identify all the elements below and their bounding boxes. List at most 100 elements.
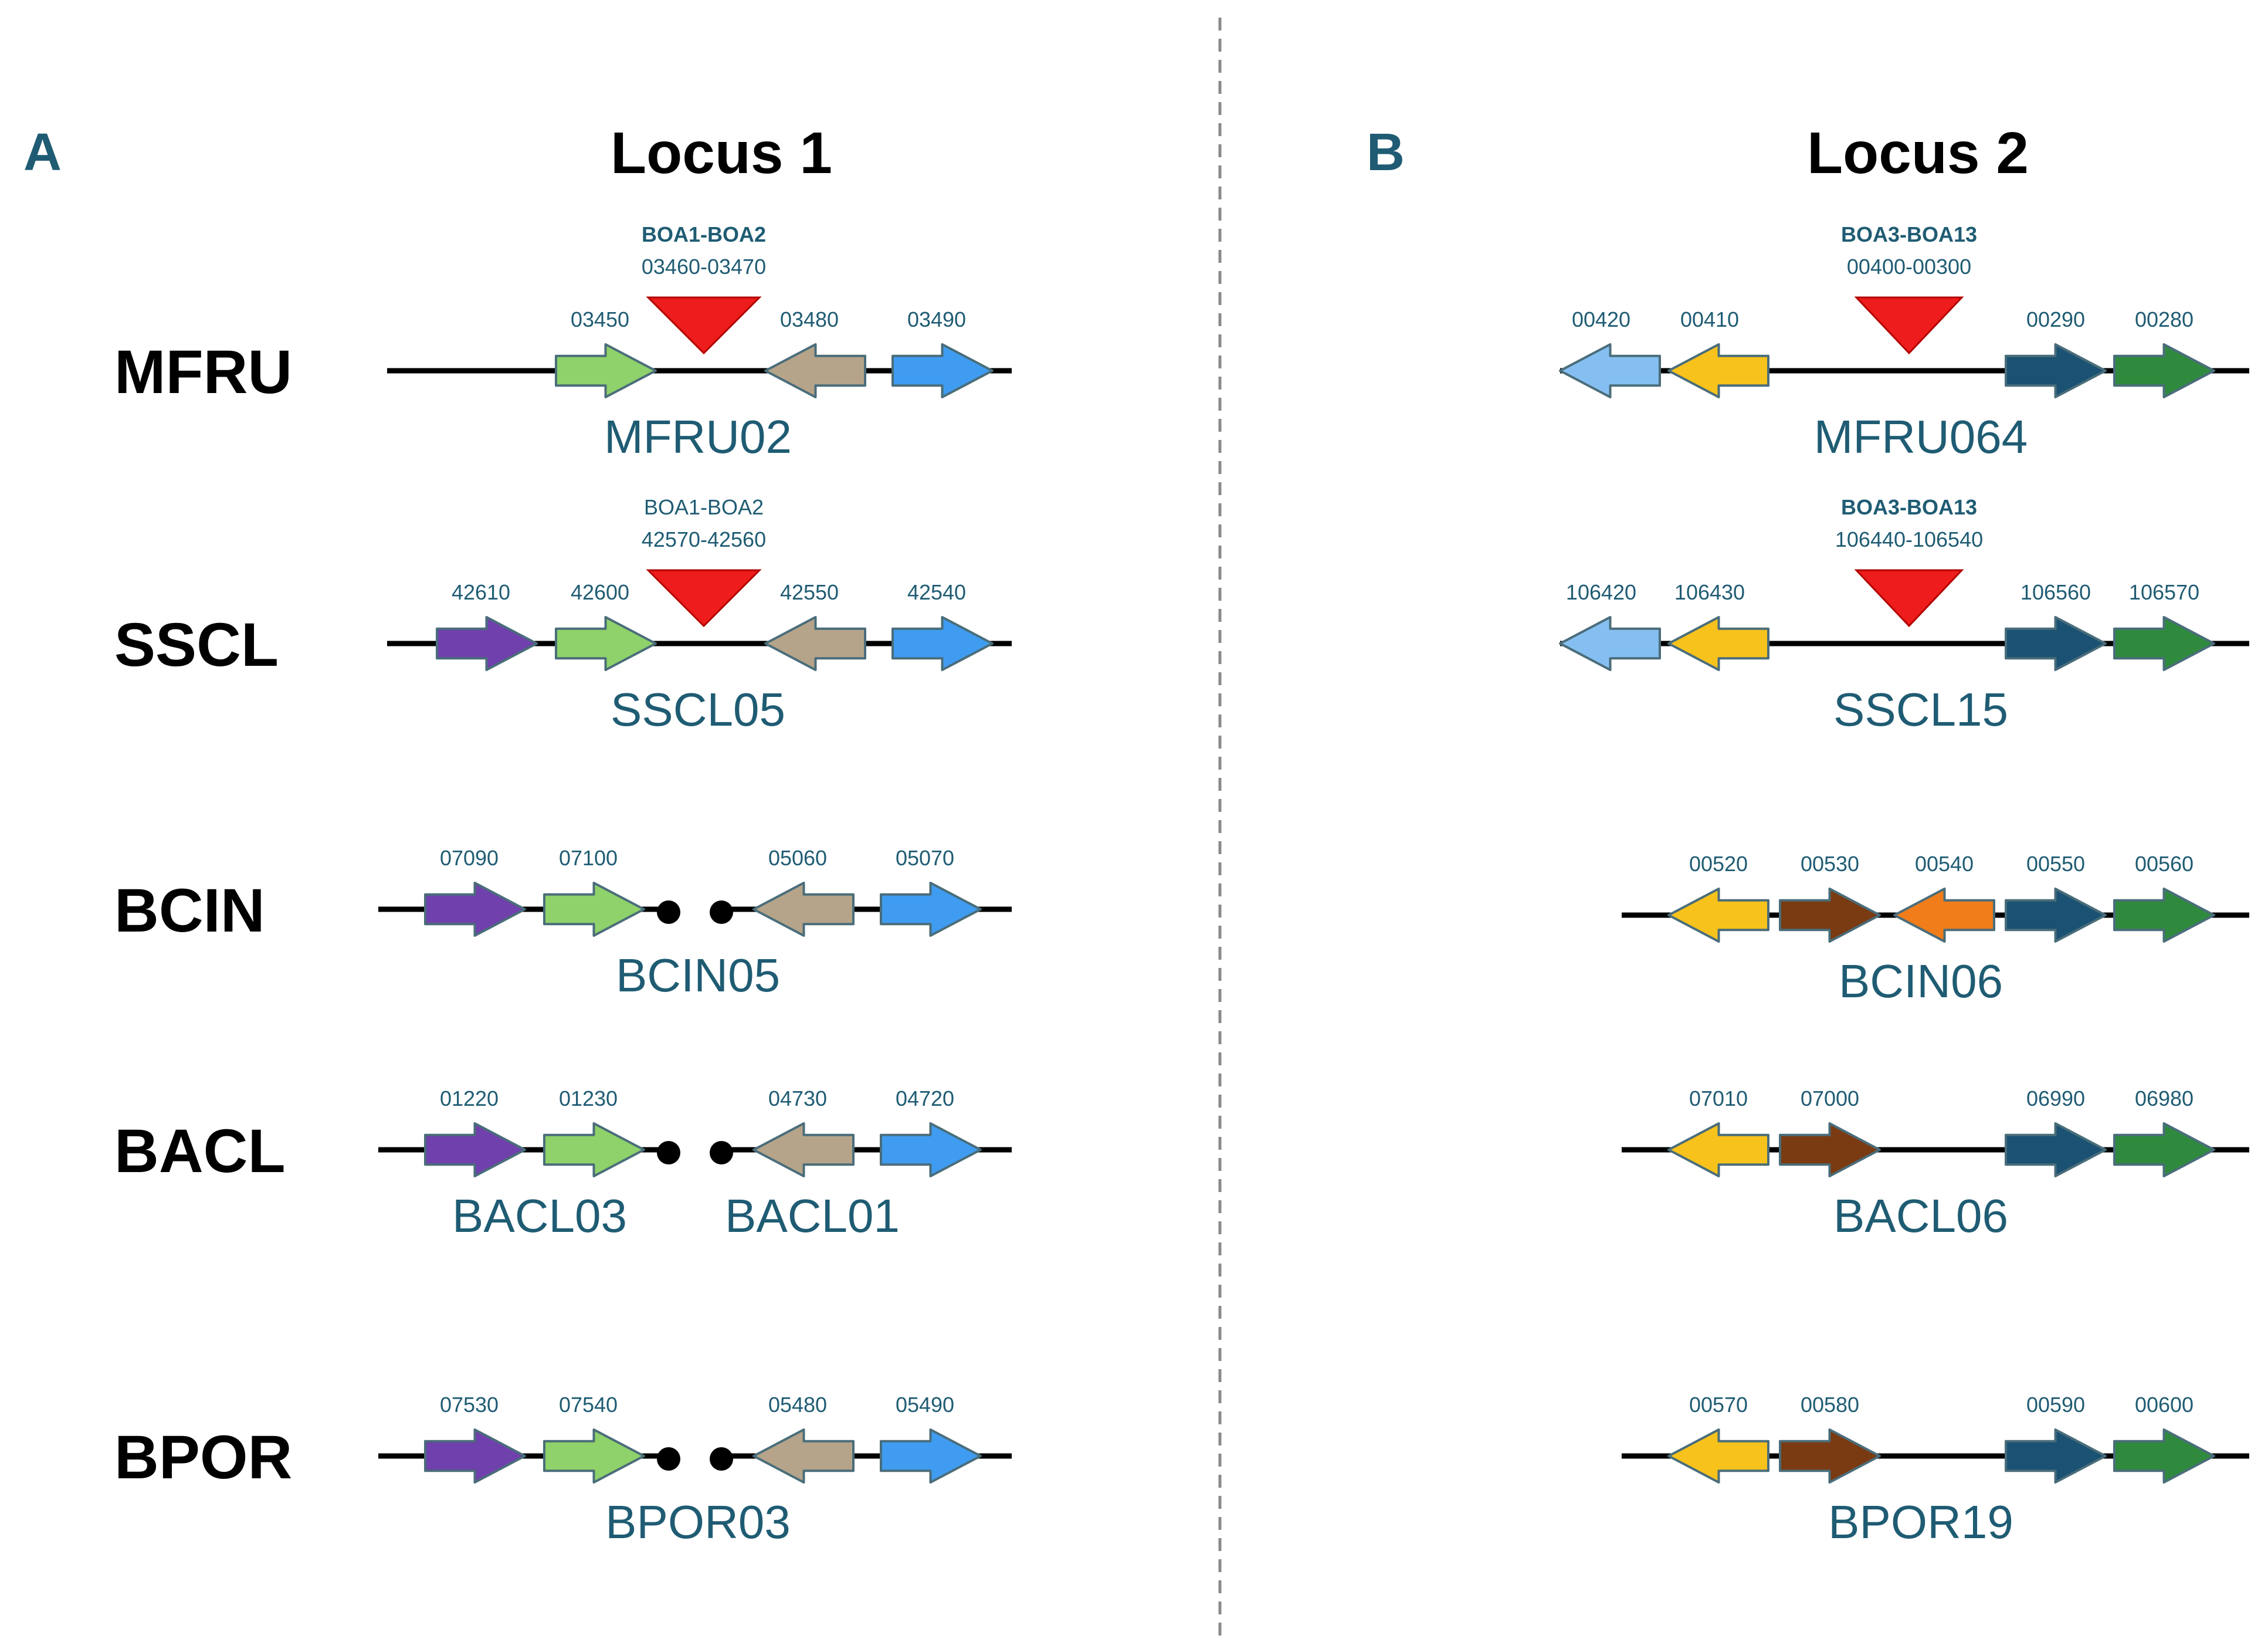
boa-cluster-name: BOA3-BOA13	[1841, 495, 1977, 519]
scaffold-label: SSCL15	[1833, 683, 2008, 736]
gene-arrow	[2113, 1122, 2215, 1177]
gene-id-label: 106570	[2129, 580, 2199, 604]
gene-arrow	[880, 1428, 982, 1484]
boa-cluster-insertion-triangle	[1854, 569, 1964, 628]
species-label: MFRU	[114, 338, 292, 407]
scaffold-label: BACL01	[725, 1190, 900, 1242]
gene-id-label: 00520	[1689, 852, 1748, 876]
boa-cluster-name: BOA1-BOA2	[642, 222, 766, 246]
gene-id-label: 42600	[571, 580, 629, 604]
scaffold-label: BPOR19	[1828, 1496, 2013, 1548]
scaffold-gap-dot	[657, 900, 680, 924]
gene-id-label: 05060	[768, 846, 827, 870]
species-label: BPOR	[114, 1423, 292, 1492]
gene-id-label: 00280	[2135, 307, 2194, 331]
gene-arrow	[2005, 616, 2107, 671]
gene-arrow	[1667, 343, 1769, 398]
gene-arrow	[880, 1122, 982, 1177]
gene-arrow	[891, 343, 994, 398]
boa-cluster-insertion-triangle	[646, 296, 762, 355]
scaffold-gap-dot	[657, 1447, 680, 1471]
gene-arrow	[1559, 343, 1661, 398]
gene-arrow	[752, 1122, 855, 1177]
gene-id-label: 07530	[440, 1393, 499, 1417]
gene-id-label: 04720	[896, 1086, 954, 1110]
species-label: SSCL	[114, 611, 279, 679]
gene-id-label: 05070	[896, 846, 954, 870]
gene-id-label: 07100	[559, 846, 618, 870]
gene-arrow	[1893, 888, 1995, 943]
gene-id-label: 01230	[559, 1086, 618, 1110]
scaffold-gap-dot	[710, 1447, 733, 1471]
gene-arrow	[2005, 343, 2107, 398]
gene-id-label: 06990	[2026, 1086, 2085, 1110]
gene-id-label: 07540	[559, 1393, 618, 1417]
gene-arrow	[1559, 616, 1661, 671]
gene-arrow	[2113, 1428, 2215, 1484]
gene-id-label: 42610	[452, 580, 510, 604]
gene-id-label: 42550	[780, 580, 839, 604]
gene-id-label: 106430	[1674, 580, 1745, 604]
gene-arrow	[424, 1428, 526, 1484]
gene-id-label: 03490	[907, 307, 966, 331]
boa-cluster-insertion-triangle	[1854, 296, 1964, 355]
panel-letter-a: A	[23, 123, 62, 182]
gene-arrow	[1779, 888, 1881, 943]
scaffold-label: BCIN06	[1839, 955, 2003, 1007]
scaffold-gap-dot	[657, 1141, 680, 1164]
gene-arrow	[1667, 1122, 1769, 1177]
locus-title: Locus 2	[1807, 120, 2029, 186]
gene-id-label: 00530	[1801, 852, 1859, 876]
scaffold-label: BPOR03	[605, 1496, 791, 1548]
gene-id-label: 00600	[2135, 1393, 2194, 1417]
gene-id-label: 07010	[1689, 1086, 1748, 1110]
species-label: BACL	[114, 1117, 286, 1186]
gene-arrow	[1667, 1428, 1769, 1484]
gene-id-label: 42540	[907, 580, 966, 604]
gene-id-label: 00570	[1689, 1393, 1748, 1417]
gene-id-label: 00410	[1680, 307, 1739, 331]
gene-arrow	[2113, 888, 2215, 943]
gene-arrow	[1779, 1428, 1881, 1484]
gene-id-label: 00540	[1915, 852, 1974, 876]
boa-cluster-insertion-triangle	[646, 569, 762, 628]
scaffold-label: MFRU064	[1814, 411, 2028, 463]
gene-arrow	[1667, 888, 1769, 943]
gene-arrow	[2005, 1428, 2107, 1484]
gene-arrow	[2113, 616, 2215, 671]
gene-arrow	[764, 616, 866, 671]
gene-arrow	[764, 343, 866, 398]
boa-cluster-range: 42570-42560	[642, 527, 766, 551]
gene-id-label: 06980	[2135, 1086, 2194, 1110]
gene-arrow	[1779, 1122, 1881, 1177]
gene-arrow	[555, 616, 657, 671]
locus-title: Locus 1	[611, 120, 832, 186]
gene-id-label: 03450	[571, 307, 629, 331]
scaffold-gap-dot	[710, 1141, 733, 1164]
gene-id-label: 00290	[2026, 307, 2085, 331]
gene-id-label: 05490	[896, 1393, 954, 1417]
gene-id-label: 106560	[2020, 580, 2091, 604]
gene-id-label: 00590	[2026, 1393, 2085, 1417]
gene-id-label: 00550	[2026, 852, 2085, 876]
scaffold-label: BCIN05	[616, 949, 780, 1001]
gene-id-label: 05480	[768, 1393, 827, 1417]
boa-cluster-name: BOA1-BOA2	[644, 495, 764, 519]
boa-cluster-range: 03460-03470	[642, 255, 766, 279]
gene-arrow	[880, 882, 982, 937]
gene-arrow	[2005, 1122, 2107, 1177]
scaffold-label: SSCL05	[611, 683, 785, 736]
gene-id-label: 106420	[1566, 580, 1636, 604]
gene-id-label: 00560	[2135, 852, 2194, 876]
gene-id-label: 01220	[440, 1086, 499, 1110]
gene-arrow	[1667, 616, 1769, 671]
gene-arrow	[436, 616, 538, 671]
gene-arrow	[2005, 888, 2107, 943]
gene-id-label: 00580	[1801, 1393, 1859, 1417]
boa-cluster-name: BOA3-BOA13	[1841, 222, 1977, 246]
gene-arrow	[543, 1122, 645, 1177]
gene-arrow	[424, 882, 526, 937]
boa-cluster-range: 106440-106540	[1835, 527, 1983, 551]
gene-id-label: 07090	[440, 846, 499, 870]
